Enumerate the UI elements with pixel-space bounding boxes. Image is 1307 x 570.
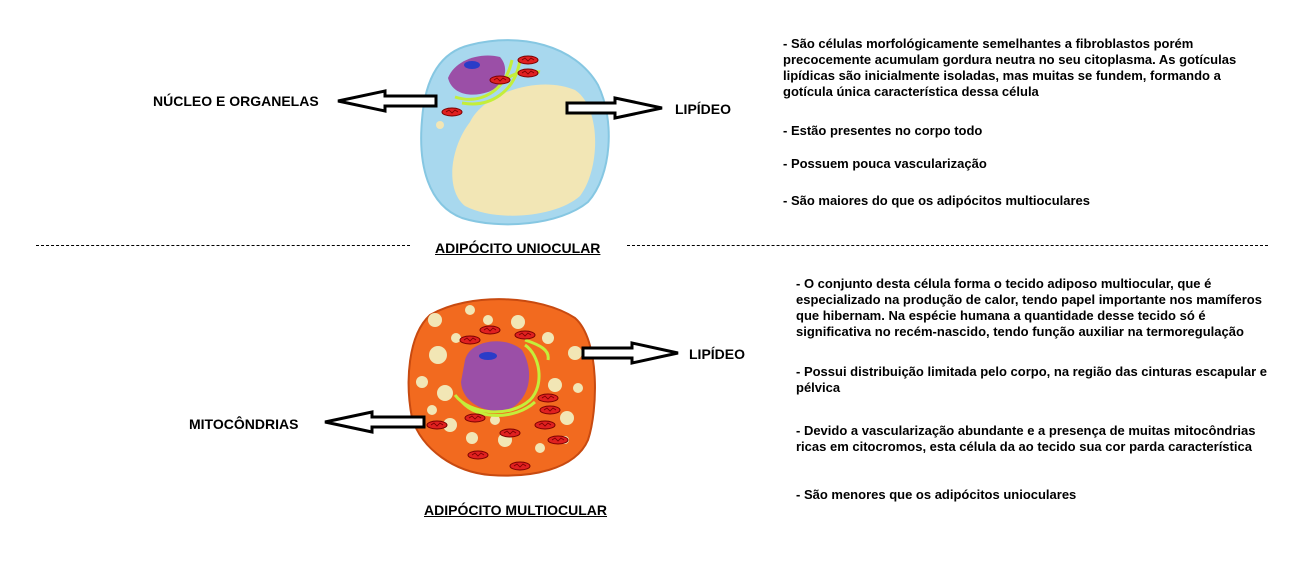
mitochondrion xyxy=(540,406,560,414)
mitochondrion xyxy=(518,69,538,77)
mitochondrion xyxy=(442,108,462,116)
caption-multilocular: ADIPÓCITO MULTIOCULAR xyxy=(424,502,607,518)
divider-right xyxy=(627,245,1268,246)
mitochondrion xyxy=(460,336,480,344)
description-unilocular-4: - São maiores do que os adipócitos multi… xyxy=(783,193,1258,209)
small-lipid-droplet xyxy=(508,93,516,99)
mitochondrion xyxy=(538,394,558,402)
multilocular-nucleolus xyxy=(479,352,497,360)
arrow-left-top xyxy=(338,91,436,111)
description-multilocular-2: - Possui distribuição limitada pelo corp… xyxy=(796,364,1281,396)
small-lipid-droplet xyxy=(436,121,444,129)
mitochondrion xyxy=(510,462,530,470)
mitochondrion xyxy=(480,326,500,334)
mitochondrion xyxy=(465,414,485,422)
mitochondrion xyxy=(548,436,568,444)
description-multilocular-3: - Devido a vascularização abundante e a … xyxy=(796,423,1281,455)
mitochondrion xyxy=(500,429,520,437)
divider-left xyxy=(36,245,410,246)
description-unilocular-2: - Estão presentes no corpo todo xyxy=(783,123,1258,139)
description-text: - Possuem pouca vascularização xyxy=(783,156,1258,172)
description-text: - Possui distribuição limitada pelo corp… xyxy=(796,364,1281,396)
description-text: - Estão presentes no corpo todo xyxy=(783,123,1258,139)
label-lipid-top: LIPÍDEO xyxy=(675,101,731,117)
description-text: - Devido a vascularização abundante e a … xyxy=(796,423,1281,455)
label-mitochondria: MITOCÔNDRIAS xyxy=(189,416,298,432)
mitochondrion xyxy=(535,421,555,429)
label-nucleus-organelles: NÚCLEO E ORGANELAS xyxy=(153,93,319,109)
multilocular-nucleus xyxy=(461,341,529,411)
multilocular-adipocyte xyxy=(409,299,595,475)
mitochondrion xyxy=(518,56,538,64)
caption-unilocular: ADIPÓCITO UNIOCULAR xyxy=(435,240,600,256)
mitochondrion xyxy=(468,451,488,459)
description-text: - São menores que os adipócitos uniocula… xyxy=(796,487,1281,503)
description-multilocular-1: - O conjunto desta célula forma o tecido… xyxy=(796,276,1281,340)
arrow-left-bottom xyxy=(325,412,424,432)
mitochondrion xyxy=(515,331,535,339)
description-text: - São células morfológicamente semelhant… xyxy=(783,36,1258,100)
unilocular-adipocyte xyxy=(421,40,609,224)
description-unilocular-3: - Possuem pouca vascularização xyxy=(783,156,1258,172)
description-text: - O conjunto desta célula forma o tecido… xyxy=(796,276,1281,340)
description-unilocular-1: - São células morfológicamente semelhant… xyxy=(783,36,1258,100)
mitochondrion xyxy=(490,76,510,84)
label-lipid-bottom: LIPÍDEO xyxy=(689,346,745,362)
description-multilocular-4: - São menores que os adipócitos uniocula… xyxy=(796,487,1281,503)
arrow-right-bottom xyxy=(583,343,678,363)
small-lipid-droplet xyxy=(483,106,493,114)
mitochondrion xyxy=(427,421,447,429)
unilocular-nucleolus xyxy=(464,61,480,69)
description-text: - São maiores do que os adipócitos multi… xyxy=(783,193,1258,209)
